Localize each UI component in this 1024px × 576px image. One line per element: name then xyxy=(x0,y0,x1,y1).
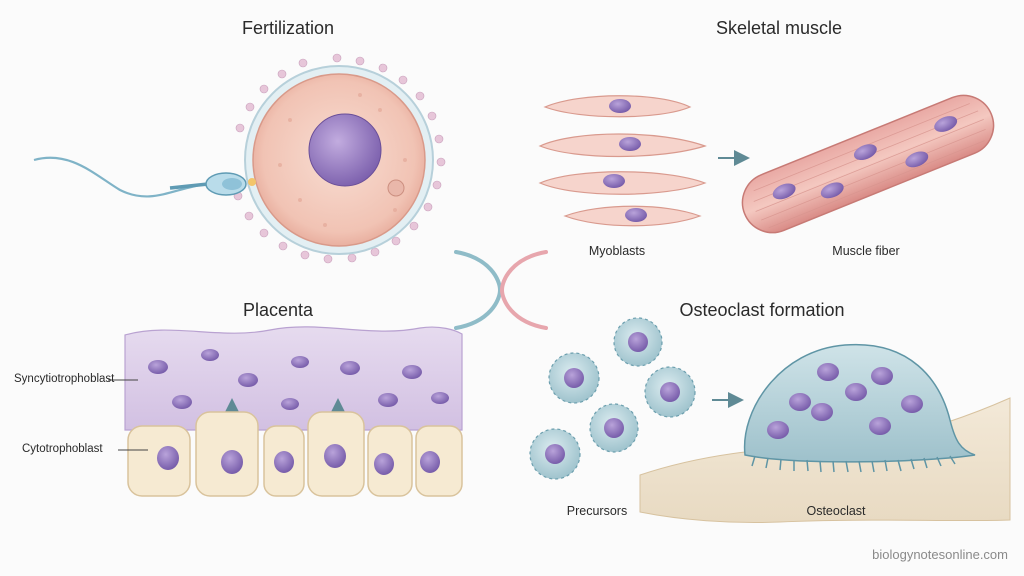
precursor-cell xyxy=(589,403,639,453)
precursor-cells xyxy=(529,317,696,480)
precursors-label: Precursors xyxy=(566,504,628,518)
watermark: biologynotesonline.com xyxy=(872,547,1008,562)
fusion-point xyxy=(248,178,256,186)
sperm-midpiece xyxy=(169,182,209,190)
osteoclast-title: Osteoclast formation xyxy=(679,300,845,320)
myoblast-cell xyxy=(543,95,692,118)
skeletal-muscle-title: Skeletal muscle xyxy=(715,18,843,38)
syncytiotrophoblast-label: Syncytiotrophoblast xyxy=(14,373,115,385)
syncytium-nuclei xyxy=(148,349,449,410)
sperm-tail xyxy=(33,156,206,198)
placenta-panel xyxy=(108,326,463,497)
osteoclast-panel xyxy=(529,317,1011,524)
precursor-cell xyxy=(613,317,663,367)
osteoclast-cell xyxy=(743,343,976,463)
myoblasts-label: Myoblasts xyxy=(588,244,646,258)
precursor-cell xyxy=(529,428,581,480)
myoblast-cell xyxy=(563,205,702,227)
osteoclast-nuclei xyxy=(767,363,923,439)
cytotrophoblast-nuclei xyxy=(157,444,440,475)
ruffled-border xyxy=(751,455,956,473)
myoblast-cell xyxy=(538,171,707,195)
precursor-cell xyxy=(548,352,600,404)
fertilization-panel xyxy=(33,53,446,264)
myoblast-cell xyxy=(538,133,707,158)
egg-nucleus xyxy=(308,113,382,187)
precursor-cell xyxy=(644,366,696,418)
fertilization-title: Fertilization xyxy=(241,18,335,38)
zona-pellucida-granules xyxy=(233,53,446,264)
placenta-title: Placenta xyxy=(242,300,314,320)
polar-body xyxy=(387,179,405,197)
center-connector xyxy=(454,250,548,330)
myoblast-cells xyxy=(538,95,707,227)
osteoclast-label: Osteoclast xyxy=(806,504,866,518)
skeletal-muscle-panel xyxy=(538,94,995,234)
muscle-fiber xyxy=(741,94,995,234)
sperm-acrosome xyxy=(222,178,242,190)
cytotrophoblast-label: Cytotrophoblast xyxy=(22,443,103,455)
egg-cytoplasm-speckles xyxy=(278,93,407,227)
muscle-fiber-label: Muscle fiber xyxy=(832,244,900,258)
